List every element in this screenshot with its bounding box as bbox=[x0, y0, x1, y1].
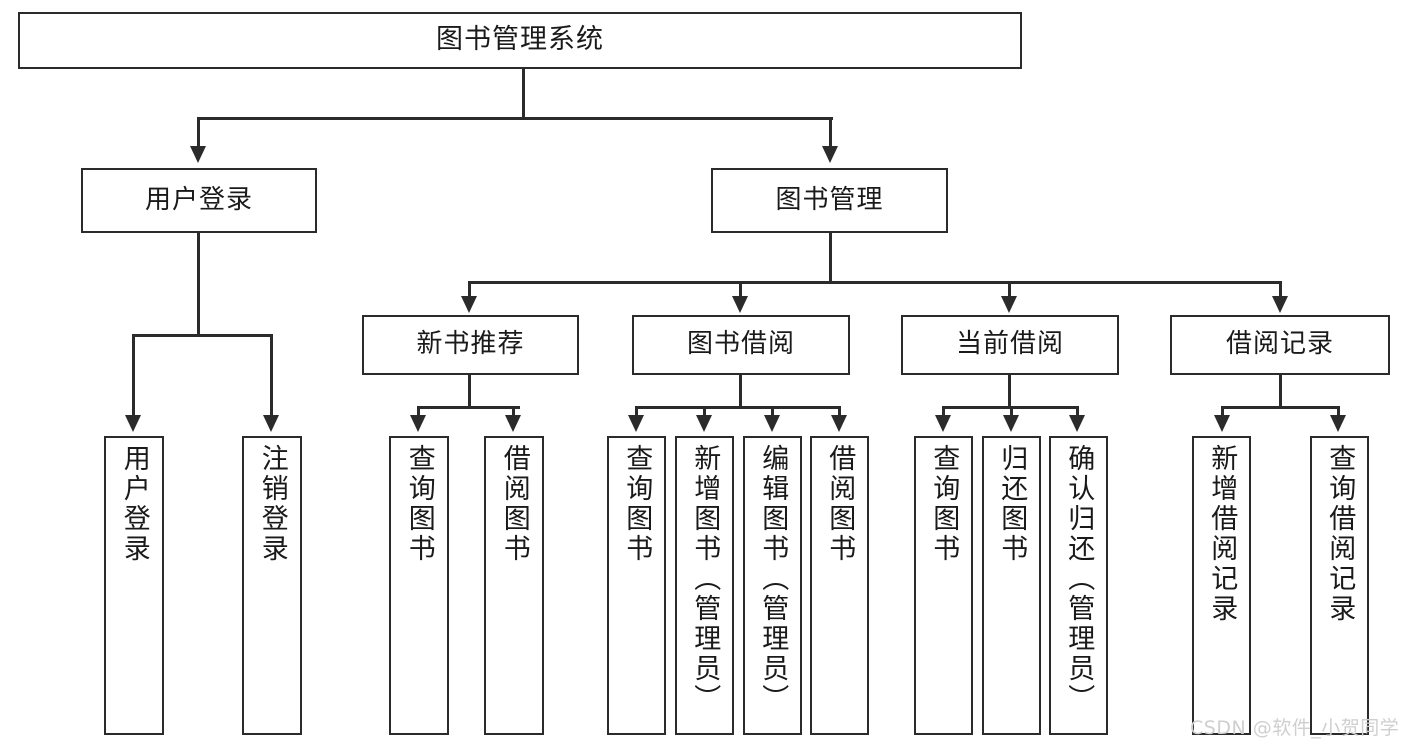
edge-user-login-to-leaf-2 bbox=[270, 334, 273, 416]
node-label: 查询图书 bbox=[928, 444, 960, 564]
edge-borrow-records-to-leaf-2 bbox=[1337, 406, 1340, 416]
node-label: 查询图书 bbox=[403, 444, 435, 564]
edge-borrow-records-stem bbox=[1279, 375, 1282, 408]
edge-root-to-user-login bbox=[197, 117, 200, 147]
edge-user-login-bar bbox=[132, 334, 272, 337]
arrowhead-leaf-query-book-3 bbox=[935, 415, 951, 432]
node-borrow-records[interactable]: 借阅记录 bbox=[1170, 315, 1390, 375]
edge-to-new-book-recommend bbox=[468, 281, 471, 297]
edge-to-borrow-records bbox=[1279, 281, 1282, 297]
node-label: 借阅记录 bbox=[1225, 329, 1334, 360]
arrowhead-book-borrow bbox=[732, 296, 748, 313]
arrowhead-leaf-user-login bbox=[125, 415, 141, 432]
node-current-borrow[interactable]: 当前借阅 bbox=[901, 315, 1119, 375]
leaf-logout[interactable]: 注销登录 bbox=[242, 436, 302, 735]
edge-current-borrow-to-leaf-3 bbox=[1076, 406, 1079, 416]
leaf-borrow-book-recommend[interactable]: 借阅图书 bbox=[484, 436, 544, 735]
edge-book-borrow-to-leaf-1 bbox=[635, 406, 638, 416]
leaf-borrow-book[interactable]: 借阅图书 bbox=[810, 436, 869, 735]
leaf-add-book[interactable]: 新增图书（管理员） bbox=[675, 436, 734, 735]
node-new-book-recommend[interactable]: 新书推荐 bbox=[362, 315, 579, 375]
edge-current-borrow-to-leaf-2 bbox=[1010, 406, 1013, 416]
node-label: 编辑图书（管理员） bbox=[757, 444, 789, 714]
node-label: 新书推荐 bbox=[416, 329, 525, 360]
edge-current-borrow-to-leaf-1 bbox=[942, 406, 945, 416]
node-label: 借阅图书 bbox=[498, 444, 530, 564]
node-book-borrow[interactable]: 图书借阅 bbox=[632, 315, 850, 375]
arrowhead-borrow-records bbox=[1272, 296, 1288, 313]
edge-root-bar bbox=[197, 117, 833, 120]
leaf-query-book-borrow[interactable]: 查询图书 bbox=[607, 436, 666, 735]
leaf-query-book-recommend[interactable]: 查询图书 bbox=[389, 436, 449, 735]
edge-new-book-to-leaf-1 bbox=[417, 406, 420, 416]
leaf-confirm-return[interactable]: 确认归还（管理员） bbox=[1049, 436, 1108, 735]
node-user-login[interactable]: 用户登录 bbox=[81, 168, 317, 233]
arrowhead-new-book-recommend bbox=[461, 296, 477, 313]
node-label: 图书借阅 bbox=[686, 329, 795, 360]
node-root-system[interactable]: 图书管理系统 bbox=[18, 12, 1022, 69]
leaf-add-borrow-record[interactable]: 新增借阅记录 bbox=[1192, 436, 1251, 735]
edge-book-borrow-to-leaf-2 bbox=[703, 406, 706, 416]
node-label: 用户登录 bbox=[118, 444, 150, 564]
edge-book-borrow-to-leaf-4 bbox=[838, 406, 841, 416]
edge-book-manage-bar bbox=[468, 281, 1282, 284]
node-book-management[interactable]: 图书管理 bbox=[711, 168, 948, 233]
edge-borrow-records-bar bbox=[1221, 406, 1340, 409]
arrowhead-leaf-borrow-book-2 bbox=[831, 415, 847, 432]
arrowhead-leaf-return-book bbox=[1003, 415, 1019, 432]
edge-new-book-stem bbox=[468, 375, 471, 408]
arrowhead-leaf-query-record bbox=[1330, 415, 1346, 432]
arrowhead-leaf-borrow-book-1 bbox=[505, 415, 521, 432]
edge-to-book-borrow bbox=[739, 281, 742, 297]
edge-root-to-book-manage bbox=[829, 117, 832, 147]
node-label: 注销登录 bbox=[256, 444, 288, 564]
edge-root-stem bbox=[522, 69, 525, 119]
edge-current-borrow-stem bbox=[1008, 375, 1011, 408]
edge-book-manage-stem bbox=[829, 233, 832, 283]
csdn-watermark: CSDN @软件_小贺同学 bbox=[1190, 717, 1400, 739]
node-label: 借阅图书 bbox=[824, 444, 856, 564]
edge-borrow-records-to-leaf-1 bbox=[1221, 406, 1224, 416]
edge-book-borrow-stem bbox=[739, 375, 742, 408]
leaf-query-book-current[interactable]: 查询图书 bbox=[914, 436, 973, 735]
arrowhead-leaf-query-book-2 bbox=[628, 415, 644, 432]
node-label: 图书管理 bbox=[775, 184, 884, 215]
node-label: 图书管理系统 bbox=[436, 24, 604, 56]
edge-book-borrow-to-leaf-3 bbox=[771, 406, 774, 416]
node-label: 用户登录 bbox=[144, 184, 253, 215]
arrowhead-leaf-add-book bbox=[696, 415, 712, 432]
leaf-return-book[interactable]: 归还图书 bbox=[982, 436, 1041, 735]
node-label: 新增图书（管理员） bbox=[689, 444, 721, 714]
arrowhead-book-manage bbox=[822, 146, 838, 163]
arrowhead-leaf-add-record bbox=[1214, 415, 1230, 432]
leaf-edit-book[interactable]: 编辑图书（管理员） bbox=[743, 436, 802, 735]
edge-to-current-borrow bbox=[1008, 281, 1011, 297]
node-label: 当前借阅 bbox=[955, 329, 1064, 360]
edge-book-borrow-bar bbox=[635, 406, 840, 409]
arrowhead-leaf-confirm-return bbox=[1069, 415, 1085, 432]
node-label: 确认归还（管理员） bbox=[1063, 444, 1095, 714]
arrowhead-leaf-edit-book bbox=[764, 415, 780, 432]
edge-user-login-to-leaf-1 bbox=[132, 334, 135, 416]
arrowhead-user-login bbox=[190, 146, 206, 163]
arrowhead-current-borrow bbox=[1001, 296, 1017, 313]
edge-user-login-stem bbox=[197, 233, 200, 336]
arrowhead-leaf-logout bbox=[263, 415, 279, 432]
arrowhead-leaf-query-book-1 bbox=[410, 415, 426, 432]
edge-new-book-to-leaf-2 bbox=[512, 406, 515, 416]
node-label: 新增借阅记录 bbox=[1206, 444, 1238, 624]
node-label: 查询图书 bbox=[621, 444, 653, 564]
leaf-query-borrow-record[interactable]: 查询借阅记录 bbox=[1310, 436, 1369, 735]
edge-new-book-bar bbox=[417, 406, 520, 409]
leaf-user-login[interactable]: 用户登录 bbox=[104, 436, 164, 735]
node-label: 归还图书 bbox=[996, 444, 1028, 564]
node-label: 查询借阅记录 bbox=[1324, 444, 1356, 624]
